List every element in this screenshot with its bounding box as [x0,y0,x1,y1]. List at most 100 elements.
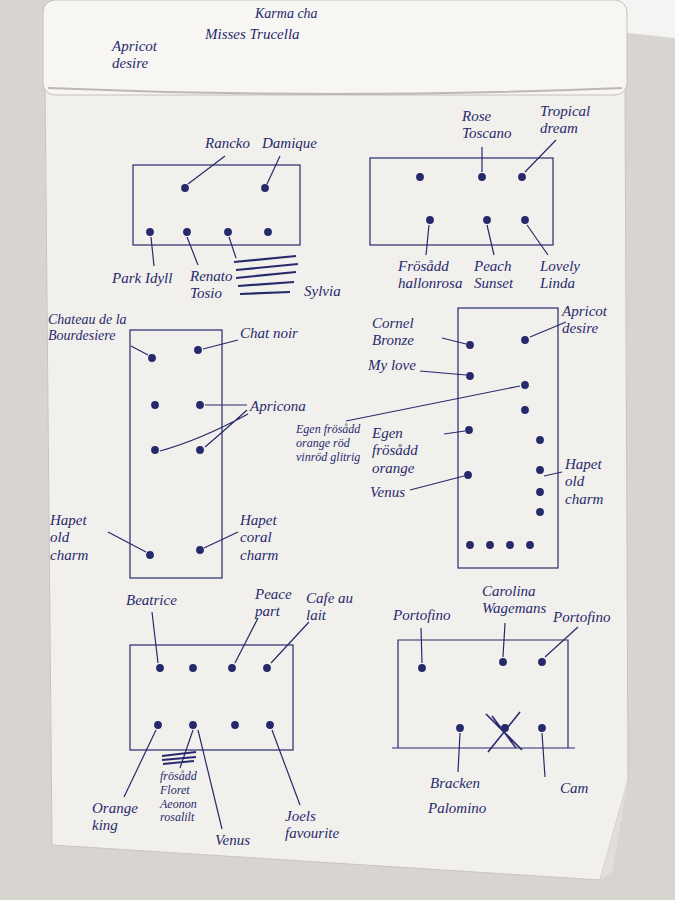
plant-dot [522,217,528,223]
rose-label: Chateau de la Bourdesiere [48,312,128,344]
rose-label: Damique [262,135,334,152]
rose-label: Tropical dream [540,103,614,138]
plant-dot [484,217,490,223]
plant-dot [467,342,473,348]
rose-label: Renato Tosio [190,268,252,303]
rose-label: Peace part [255,586,305,621]
plant-dot [197,547,203,553]
rolled-sheet [43,0,627,95]
plant-dot [522,337,528,343]
plant-dot [537,437,543,443]
plant-dot [465,472,471,478]
rose-label: Karma cha [255,6,335,22]
cross-out [486,712,522,752]
bed-outline [392,640,575,748]
plant-dot [149,355,155,361]
rose-label: Peach Sunset [474,258,536,293]
rose-label: Park Idyll [112,270,188,287]
plant-dot [522,407,528,413]
rose-label: Joels favourite [285,808,357,843]
leader-lines [426,140,556,255]
scribble [234,256,298,294]
plant-dot [507,542,513,548]
plant-dot [195,347,201,353]
rose-label: Hapet coral charm [240,512,310,564]
plant-dot [537,489,543,495]
plant-dot [229,665,235,671]
plant-dot [264,665,270,671]
rose-label: frösådd Floret Aeonon rosalilt [160,770,215,825]
rose-label: Cafe au lait [306,590,364,625]
plant-dot [155,722,161,728]
rose-label: Portofino [393,607,471,624]
plant-dot [190,665,196,671]
plant-dot [537,467,543,473]
plant-dot [539,725,545,731]
rose-label: Apricot desire [112,38,182,73]
plant-dot [157,665,163,671]
plant-dot [427,217,433,223]
plant-dot [267,722,273,728]
plant-dot [152,402,158,408]
rose-label: Beatrice [126,592,198,609]
rose-label: Egen frösådd orange [372,425,442,477]
plant-dot [467,373,473,379]
rose-label: Bracken [430,775,502,792]
bed-outline [133,165,300,245]
plant-dot [147,229,153,235]
plant-dot [479,174,485,180]
rose-label: Chat noir [240,325,318,342]
rose-label: Venus [215,832,275,849]
plant-dot [265,229,271,235]
plant-dot [500,659,506,665]
scribble [162,752,196,764]
plant-dot [457,725,463,731]
rose-label: Cornel Bronze [372,315,442,350]
plant-dot [487,542,493,548]
leader-lines [421,623,578,777]
rose-label: Apricona [250,398,328,415]
leader-lines [151,156,280,266]
plant-dot [467,542,473,548]
plant-dot [417,174,423,180]
bed-outline [130,330,222,578]
plant-dot [182,185,188,191]
plant-dot [522,382,528,388]
rose-label: Egen frösådd orange röd vinröd glitrig [296,423,366,464]
rose-label: Portofino [553,609,623,626]
plant-dot [190,722,196,728]
rose-label: Rancko [205,135,263,152]
plant-dot [147,552,153,558]
rose-label: Palomino [428,800,500,817]
plant-dot [502,725,508,731]
plant-dot [539,659,545,665]
paper-sheet [45,80,628,880]
plant-dot [184,229,190,235]
rose-label: Venus [370,484,425,501]
rose-label: Hapet old charm [50,512,108,564]
roll-edge [48,88,622,94]
plant-dot [262,185,268,191]
rose-label: Misses Trucella [205,26,320,43]
plant-dot [419,665,425,671]
plant-dot [197,447,203,453]
plant-dot [225,229,231,235]
rose-label: Lovely Linda [540,258,604,293]
plant-dot [197,402,203,408]
plant-dot [152,447,158,453]
rose-label: Cam [560,780,600,797]
plant-dot [519,174,525,180]
plant-dot [537,509,543,515]
bed-outline [458,308,558,568]
rose-label: Orange king [92,800,148,835]
rose-label: Frösådd hallonrosa [398,258,486,293]
plant-dot [466,427,472,433]
rose-label: Apricot desire [562,303,624,338]
rose-label: My love [368,357,420,374]
rose-label: Sylvia [304,283,364,300]
plant-dot [232,722,238,728]
rose-label: Hapet old charm [565,456,617,508]
plant-dot [527,542,533,548]
